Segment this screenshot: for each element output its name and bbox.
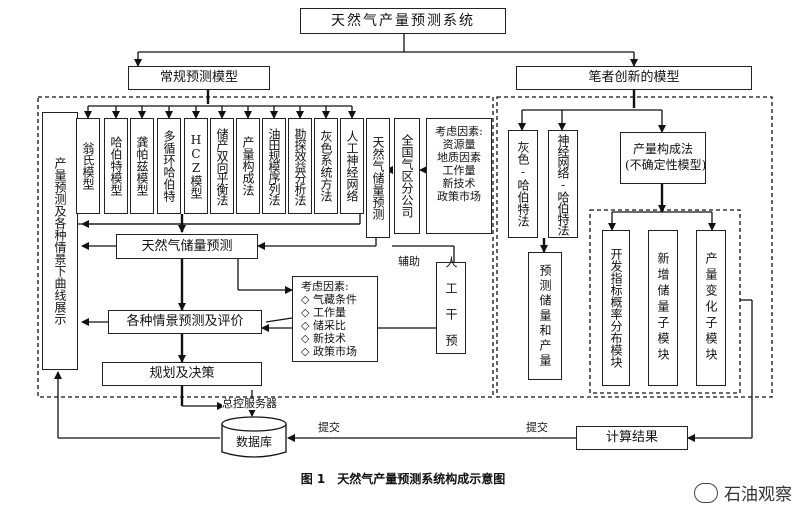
- model-label: 哈伯特模型: [109, 136, 123, 196]
- factors-title: 考虑因素:: [435, 125, 483, 138]
- reserve-forecast-label: 天然气储量预测: [141, 238, 233, 254]
- wechat-icon: [694, 482, 718, 503]
- factor-item: 政策市场: [312, 345, 357, 358]
- national-split-box: 全国气区分公司: [394, 118, 420, 234]
- predicted-reserve-production-label: 预测储量和产量: [538, 263, 552, 369]
- reserve-forecast-box: 天然气储量预测: [116, 234, 258, 259]
- calc-result-label: 计算结果: [605, 430, 658, 445]
- composition-method-title: 产量构成法: [632, 142, 693, 156]
- control-server-label: 总控服务器: [222, 397, 277, 410]
- conventional-model-label: 常规预测模型: [159, 70, 238, 85]
- reserve-forecast-vertical-box: 天然气储量预测: [366, 118, 390, 238]
- grey-hubbert-label: 灰色-哈伯特法: [516, 141, 530, 227]
- reserve-forecast-vertical-label: 天然气储量预测: [371, 136, 385, 220]
- manual-intervention-label: 人工干预: [444, 256, 458, 360]
- planning-decision-box: 规划及决策: [102, 362, 262, 386]
- model-box-9: 勘探效益分析法: [288, 118, 312, 214]
- grey-hubbert-box: 灰色-哈伯特法: [508, 130, 538, 238]
- factor-item: 地质因素: [437, 151, 481, 164]
- innovative-model-box: 笔者创新的模型: [516, 66, 752, 90]
- factors-title: 考虑因素:: [301, 280, 349, 293]
- watermark: 石油观察: [694, 480, 792, 505]
- curve-display-box: 产量预测及各种情景下曲线展示: [42, 112, 78, 370]
- factor-item: 政策市场: [437, 190, 481, 203]
- model-box-7: 产量构成法: [236, 118, 260, 214]
- factor-item: 资源量: [442, 138, 476, 151]
- factor-item: 新技术: [442, 177, 476, 190]
- model-label: HCZ模型: [189, 133, 203, 199]
- model-label: 多循环哈伯特: [162, 130, 176, 202]
- sub-module-new-reserve: 新增储量子模块: [648, 230, 678, 386]
- nn-hubbert-box: 神经网络-哈伯特法: [548, 130, 578, 238]
- national-split-label: 全国气区分公司: [400, 134, 414, 218]
- factors-box-reservoir: 考虑因素: ◇ 气藏条件 ◇ 工作量 ◇ 储采比 ◇ 新技术 ◇ 政策市场: [292, 276, 378, 362]
- composition-method-box: 产量构成法 (不确定性模型): [620, 132, 706, 184]
- factor-item: 储采比: [312, 319, 346, 332]
- model-box-10: 灰色系统方法: [314, 118, 338, 214]
- model-label: 勘探效益分析法: [293, 127, 307, 205]
- model-label: 龚帕兹模型: [135, 136, 149, 196]
- sub-module-label: 产量变化子模块: [704, 252, 718, 364]
- model-box-3: 龚帕兹模型: [130, 118, 154, 214]
- model-box-5: HCZ模型: [184, 118, 208, 214]
- curve-display-label: 产量预测及各种情景下曲线展示: [53, 157, 67, 325]
- sub-module-label: 开发指标概率分布模块: [609, 248, 623, 368]
- model-box-8: 油田规模序列法: [262, 118, 286, 214]
- manual-intervention-box: 人工干预: [436, 256, 466, 360]
- model-box-1: 翁氏模型: [76, 118, 100, 214]
- factor-item: 工作量: [442, 164, 476, 177]
- watermark-text: 石油观察: [724, 485, 792, 505]
- database-label: 数据库: [235, 435, 272, 449]
- model-label: 储产双向平衡法: [215, 127, 229, 205]
- model-label: 油田规模序列法: [267, 127, 281, 205]
- composition-method-subtitle: (不确定性模型): [625, 158, 707, 172]
- submit-label-right: 提交: [526, 421, 548, 434]
- factor-item: 工作量: [312, 306, 346, 319]
- scenario-evaluation-box: 各种情景预测及评价: [108, 310, 262, 334]
- model-label: 人工神经网络: [345, 130, 359, 202]
- submit-label-left: 提交: [318, 421, 340, 434]
- predicted-reserve-production-box: 预测储量和产量: [528, 252, 562, 380]
- factors-box-geology: 考虑因素: 资源量 地质因素 工作量 新技术 政策市场: [426, 118, 492, 234]
- system-title-box: 天然气产量预测系统: [300, 8, 506, 34]
- figure-caption: 图 1 天然气产量预测系统构成示意图: [300, 472, 506, 486]
- nn-hubbert-label: 神经网络-哈伯特法: [556, 133, 570, 235]
- sub-module-label: 新增储量子模块: [656, 252, 670, 364]
- model-box-2: 哈伯特模型: [104, 118, 128, 214]
- calc-result-box: 计算结果: [576, 426, 688, 450]
- model-box-6: 储产双向平衡法: [210, 118, 234, 214]
- sub-module-production-change: 产量变化子模块: [696, 230, 726, 386]
- system-title: 天然气产量预测系统: [331, 13, 475, 29]
- innovative-model-label: 笔者创新的模型: [588, 70, 680, 85]
- assist-label: 辅助: [398, 255, 420, 268]
- model-box-4: 多循环哈伯特: [157, 118, 181, 214]
- factor-item: 新技术: [312, 332, 346, 345]
- model-label: 翁氏模型: [81, 142, 95, 190]
- conventional-model-box: 常规预测模型: [128, 66, 270, 90]
- model-label: 灰色系统方法: [319, 130, 333, 202]
- model-label: 产量构成法: [241, 136, 255, 196]
- planning-decision-label: 规划及决策: [149, 366, 215, 381]
- model-box-11: 人工神经网络: [340, 118, 364, 214]
- scenario-evaluation-label: 各种情景预测及评价: [126, 314, 244, 329]
- factor-item: 气藏条件: [312, 293, 357, 306]
- sub-module-probability: 开发指标概率分布模块: [602, 230, 630, 386]
